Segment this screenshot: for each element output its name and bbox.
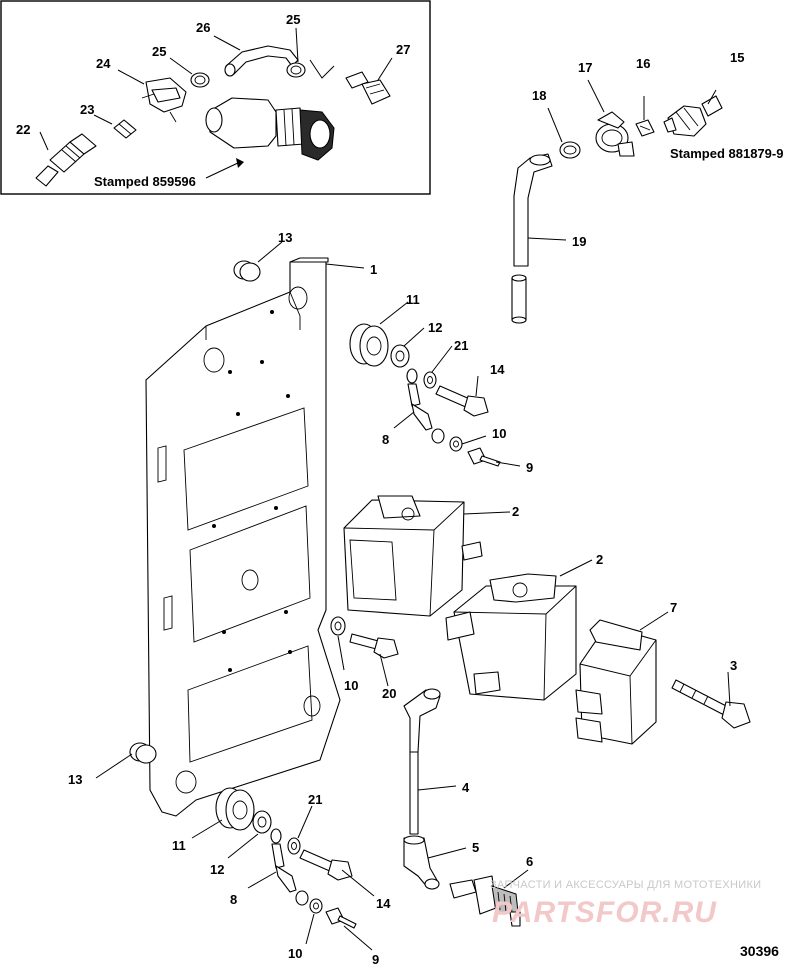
stamp-label-859596: Stamped 859596 [94,174,196,189]
part-15-sensor [663,95,723,137]
callout-8: 8 [382,432,389,447]
callout-17: 17 [578,60,592,75]
callout-3: 3 [730,658,737,673]
part-21-washer-upper [423,371,437,389]
inset-frame [0,0,431,195]
part-11-grommet-lower [215,787,255,831]
callout-10: 10 [344,678,358,693]
callout-8: 8 [230,892,237,907]
part-17-clamp [595,111,635,157]
callout-25: 25 [286,12,300,27]
inset-leaders [39,27,393,179]
part-9-screw-lower [325,907,357,929]
watermark-logo: PARTSFOR.RU [492,896,717,929]
part-12-washer-upper [390,344,410,368]
callout-26: 26 [196,20,210,35]
callout-20: 20 [382,686,396,701]
callout-27: 27 [396,42,410,57]
main-leaders [95,241,731,951]
part-10-washer-middle [330,616,346,636]
callout-14: 14 [376,896,391,911]
part-20-bolt [349,633,399,659]
callout-13: 13 [68,772,82,787]
callout-24: 24 [96,56,111,71]
callout-25: 25 [152,44,166,59]
pressure-sensor-859596 [205,97,335,161]
part-7-module [575,619,657,745]
part-2-ignition-coil-lower [445,573,577,701]
callout-11: 11 [406,292,420,307]
part-19-hose [511,153,553,324]
callout-11: 11 [172,838,186,853]
stamp-label-881879: Stamped 881879-9 [670,146,783,161]
callout-19: 19 [572,234,586,249]
part-27-fitting [345,71,391,105]
callout-5: 5 [472,840,479,855]
part-14-bolt-lower [299,849,353,881]
callout-13: 13 [278,230,292,245]
callout-10: 10 [288,946,302,961]
part-3-bolt [671,679,751,729]
callout-2: 2 [512,504,519,519]
part-10-washer-lower [309,898,323,914]
part-13-grommet-top [233,260,261,282]
part-4-spark-plug-lead [403,688,441,835]
part-2-ignition-coil-upper [343,495,483,617]
part-24-bracket [141,77,187,123]
callout-2: 2 [596,552,603,567]
callout-1: 1 [370,262,377,277]
part-1-bracket-plate [145,257,341,817]
part-10-washer-upper [449,436,463,452]
part-12-washer-lower [252,810,272,834]
part-5-boot [403,835,440,890]
callout-9: 9 [372,952,379,967]
part-8-ground-wire-upper [406,368,445,444]
part-22-fitting [35,133,97,187]
callout-7: 7 [670,600,677,615]
callout-23: 23 [80,102,94,117]
callout-21: 21 [308,792,322,807]
callout-labels: 22 23 24 25 26 25 27 15 16 17 18 19 13 1… [16,12,744,967]
part-25-clamp [190,72,210,88]
callout-12: 12 [210,862,224,877]
callout-16: 16 [636,56,650,71]
callout-22: 22 [16,122,30,137]
callout-14: 14 [490,362,505,377]
figure-number: 30396 [740,943,779,959]
part-18-clamp [559,141,581,159]
callout-4: 4 [462,780,470,795]
part-25-clamp-right [286,62,306,78]
callout-21: 21 [454,338,468,353]
callout-15: 15 [730,50,744,65]
callout-12: 12 [428,320,442,335]
part-14-bolt-upper [435,385,489,417]
callout-10: 10 [492,426,506,441]
part-13-grommet-bottom [129,742,157,764]
watermark-tagline: ЗАПЧАСТИ И АКСЕССУАРЫ ДЛЯ МОТОТЕХНИКИ [490,879,761,891]
part-16-fitting [635,119,655,137]
callout-18: 18 [532,88,546,103]
right-top-leaders [527,79,717,241]
part-23-nut [113,119,137,139]
part-21-washer-lower [287,837,301,855]
part-8-ground-wire-lower [270,828,309,906]
part-9-screw-upper [467,447,501,467]
part-6-spark-plug [449,875,521,927]
part-11-grommet-upper [349,323,389,367]
callout-6: 6 [526,854,533,869]
callout-9: 9 [526,460,533,475]
